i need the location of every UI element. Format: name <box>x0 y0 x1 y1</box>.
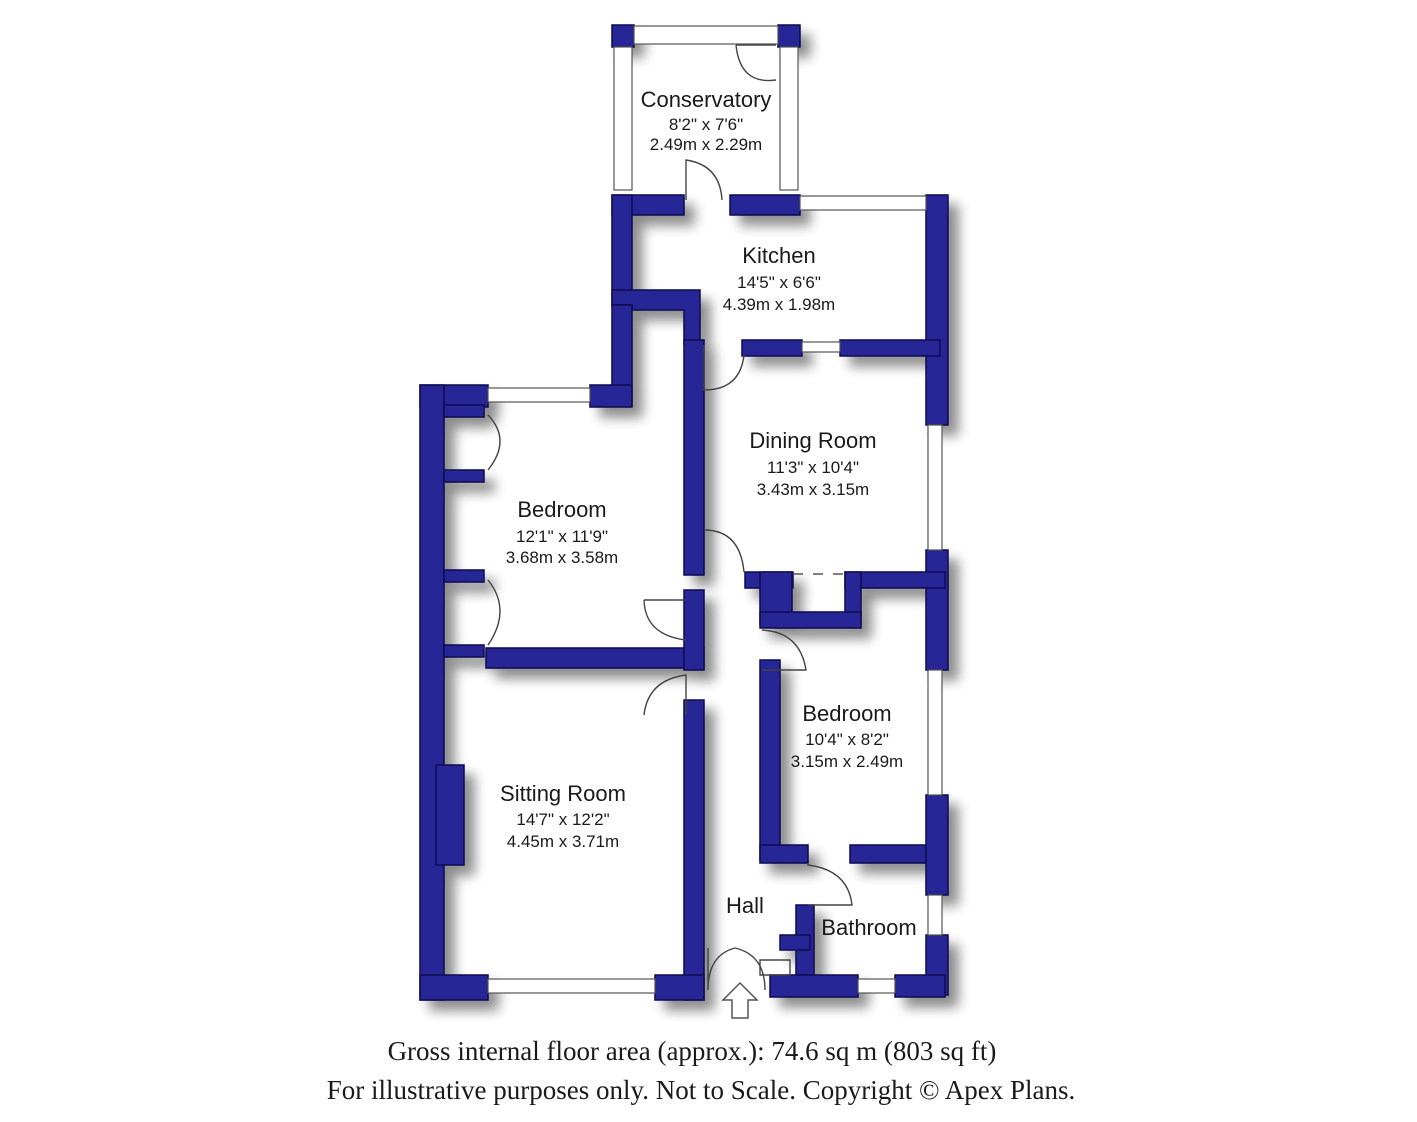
walls <box>419 24 949 1001</box>
bathroom-name: Bathroom <box>821 915 916 940</box>
hall-name: Hall <box>726 893 764 918</box>
sitting-room-imperial: 14'7" x 12'2" <box>516 810 609 829</box>
disclaimer-caption: For illustrative purposes only. Not to S… <box>327 1075 1075 1105</box>
bedroom1-name: Bedroom <box>517 497 606 522</box>
bedroom2-metric: 3.15m x 2.49m <box>791 752 903 771</box>
dining-room-imperial: 11'3" x 10'4" <box>767 458 859 477</box>
floor-area-caption: Gross internal floor area (approx.): 74.… <box>388 1036 997 1066</box>
windows <box>487 25 943 994</box>
room-labels: Conservatory 8'2" x 7'6" 2.49m x 2.29m K… <box>500 87 917 940</box>
conservatory-name: Conservatory <box>641 87 772 112</box>
bedroom1-imperial: 12'1" x 11'9" <box>516 527 608 546</box>
dining-room-metric: 3.43m x 3.15m <box>757 480 869 499</box>
bedroom1-metric: 3.68m x 3.58m <box>506 548 618 567</box>
kitchen-metric: 4.39m x 1.98m <box>723 295 835 314</box>
conservatory-metric: 2.49m x 2.29m <box>650 135 762 154</box>
sitting-room-metric: 4.45m x 3.71m <box>507 832 619 851</box>
dining-room-name: Dining Room <box>749 428 876 453</box>
kitchen-imperial: 14'5" x 6'6" <box>737 273 821 292</box>
bedroom2-imperial: 10'4" x 8'2" <box>805 730 889 749</box>
entrance-arrow-icon <box>721 981 759 1019</box>
doors <box>487 44 853 1019</box>
conservatory-imperial: 8'2" x 7'6" <box>669 115 743 134</box>
bedroom2-name: Bedroom <box>802 701 891 726</box>
kitchen-name: Kitchen <box>742 243 815 268</box>
sitting-room-name: Sitting Room <box>500 781 626 806</box>
